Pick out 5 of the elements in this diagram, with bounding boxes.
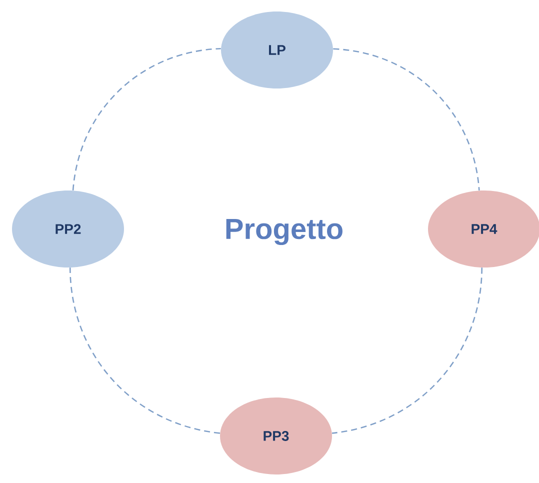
- center-title: Progetto: [226, 218, 342, 246]
- dashed-arc: [69, 268, 220, 434]
- dashed-arc: [332, 268, 483, 434]
- dashed-arc: [333, 48, 480, 191]
- dashed-arc: [72, 48, 221, 191]
